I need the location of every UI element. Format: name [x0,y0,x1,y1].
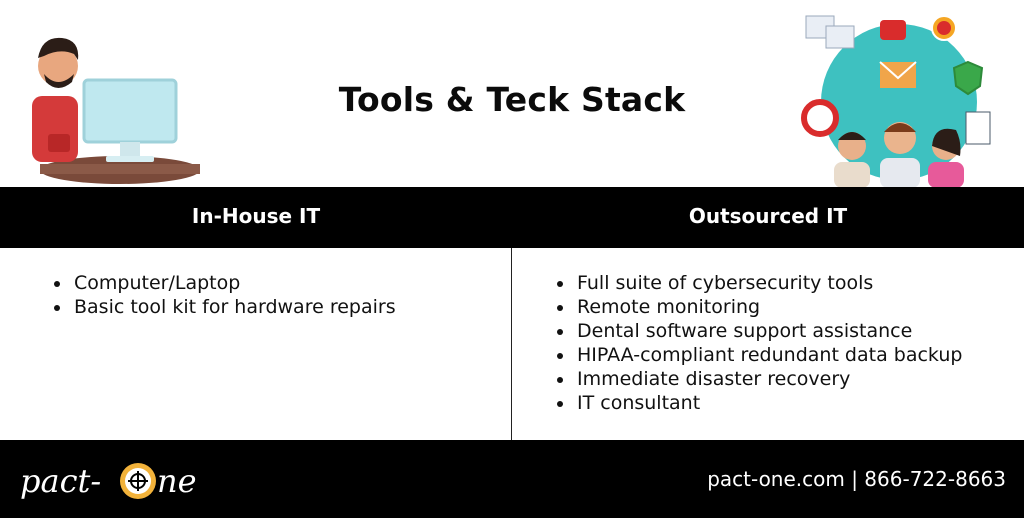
logo-text-right: ne [157,462,197,500]
list-item: Dental software support assistance [575,319,1024,343]
logo-text-left: pact- [20,462,101,500]
list-item: Full suite of cybersecurity tools [575,271,1024,295]
in-house-it-heading: In-House IT [191,204,321,228]
support-team-illustration [801,15,991,188]
list-item: HIPAA-compliant redundant data backup [575,343,1024,367]
contact-info[interactable]: pact-one.com | 866-722-8663 [707,467,1006,491]
footer: pact- ne pact-one.com | 866-722-8663 [0,440,1024,518]
column-divider [511,248,512,440]
in-house-it-list: Computer/Laptop Basic tool kit for hardw… [52,271,512,319]
column-header-bar: In-House IT Outsourced IT [0,187,1024,248]
in-house-worker-illustration [32,37,200,184]
pact-one-logo: pact- ne [20,462,197,500]
list-item: Immediate disaster recovery [575,367,1024,391]
outsourced-it-heading: Outsourced IT [688,204,848,228]
list-item: Basic tool kit for hardware repairs [72,295,512,319]
list-item: Computer/Laptop [72,271,512,295]
page-title: Tools & Teck Stack [338,80,686,119]
list-item: IT consultant [575,391,1024,415]
header: Tools & Teck Stack [0,0,1024,188]
outsourced-it-list: Full suite of cybersecurity tools Remote… [555,271,1024,415]
list-item: Remote monitoring [575,295,1024,319]
